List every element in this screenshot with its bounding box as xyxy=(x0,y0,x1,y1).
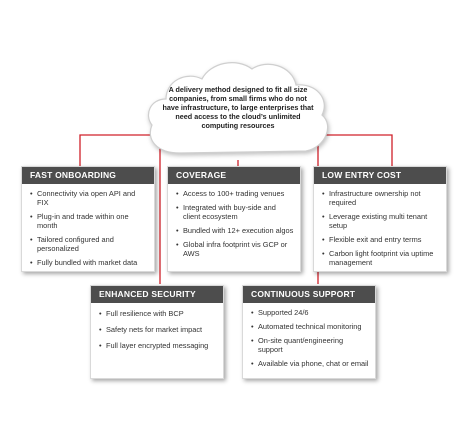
list-item: Supported 24/6 xyxy=(251,308,369,317)
list-item: Integrated with buy-side and client ecos… xyxy=(176,203,294,221)
list-item: Bundled with 12+ execution algos xyxy=(176,226,294,235)
list-item: Access to 100+ trading venues xyxy=(176,189,294,198)
list-item: Automated technical monitoring xyxy=(251,322,369,331)
list-item: Plug-in and trade within one month xyxy=(30,212,148,230)
cloud-icon xyxy=(147,62,329,154)
list-item: Connectivity via open API and FIX xyxy=(30,189,148,207)
list-item: Global infra footprint vis GCP or AWS xyxy=(176,240,294,258)
card-title: ENHANCED SECURITY xyxy=(91,286,223,303)
list-item: On-site quant/engineering support xyxy=(251,336,369,354)
cloud-text: A delivery method designed to fit all si… xyxy=(162,85,314,130)
list-item: Carbon light footprint via uptime manage… xyxy=(322,249,440,267)
list-item: Tailored configured and personalized xyxy=(30,235,148,253)
card-continuous-support: CONTINUOUS SUPPORT Supported 24/6 Automa… xyxy=(242,285,376,379)
list-item: Fully bundled with market data xyxy=(30,258,148,267)
list-item: Full layer encrypted messaging xyxy=(99,341,217,350)
card-coverage: COVERAGE Access to 100+ trading venues I… xyxy=(167,166,301,272)
card-enhanced-security: ENHANCED SECURITY Full resilience with B… xyxy=(90,285,224,379)
card-title: COVERAGE xyxy=(168,167,300,184)
list-item: Flexible exit and entry terms xyxy=(322,235,440,244)
card-title: CONTINUOUS SUPPORT xyxy=(243,286,375,303)
card-title: LOW ENTRY COST xyxy=(314,167,446,184)
list-item: Available via phone, chat or email xyxy=(251,359,369,368)
card-low-entry-cost: LOW ENTRY COST Infrastructure ownership … xyxy=(313,166,447,272)
list-item: Infrastructure ownership not required xyxy=(322,189,440,207)
list-item: Safety nets for market impact xyxy=(99,325,217,334)
card-fast-onboarding: FAST ONBOARDING Connectivity via open AP… xyxy=(21,166,155,272)
connector-low-entry-cost xyxy=(318,134,393,166)
cloud: A delivery method designed to fit all si… xyxy=(140,55,336,165)
list-item: Leverage existing multi tenant setup xyxy=(322,212,440,230)
card-title: FAST ONBOARDING xyxy=(22,167,154,184)
list-item: Full resilience with BCP xyxy=(99,309,217,318)
